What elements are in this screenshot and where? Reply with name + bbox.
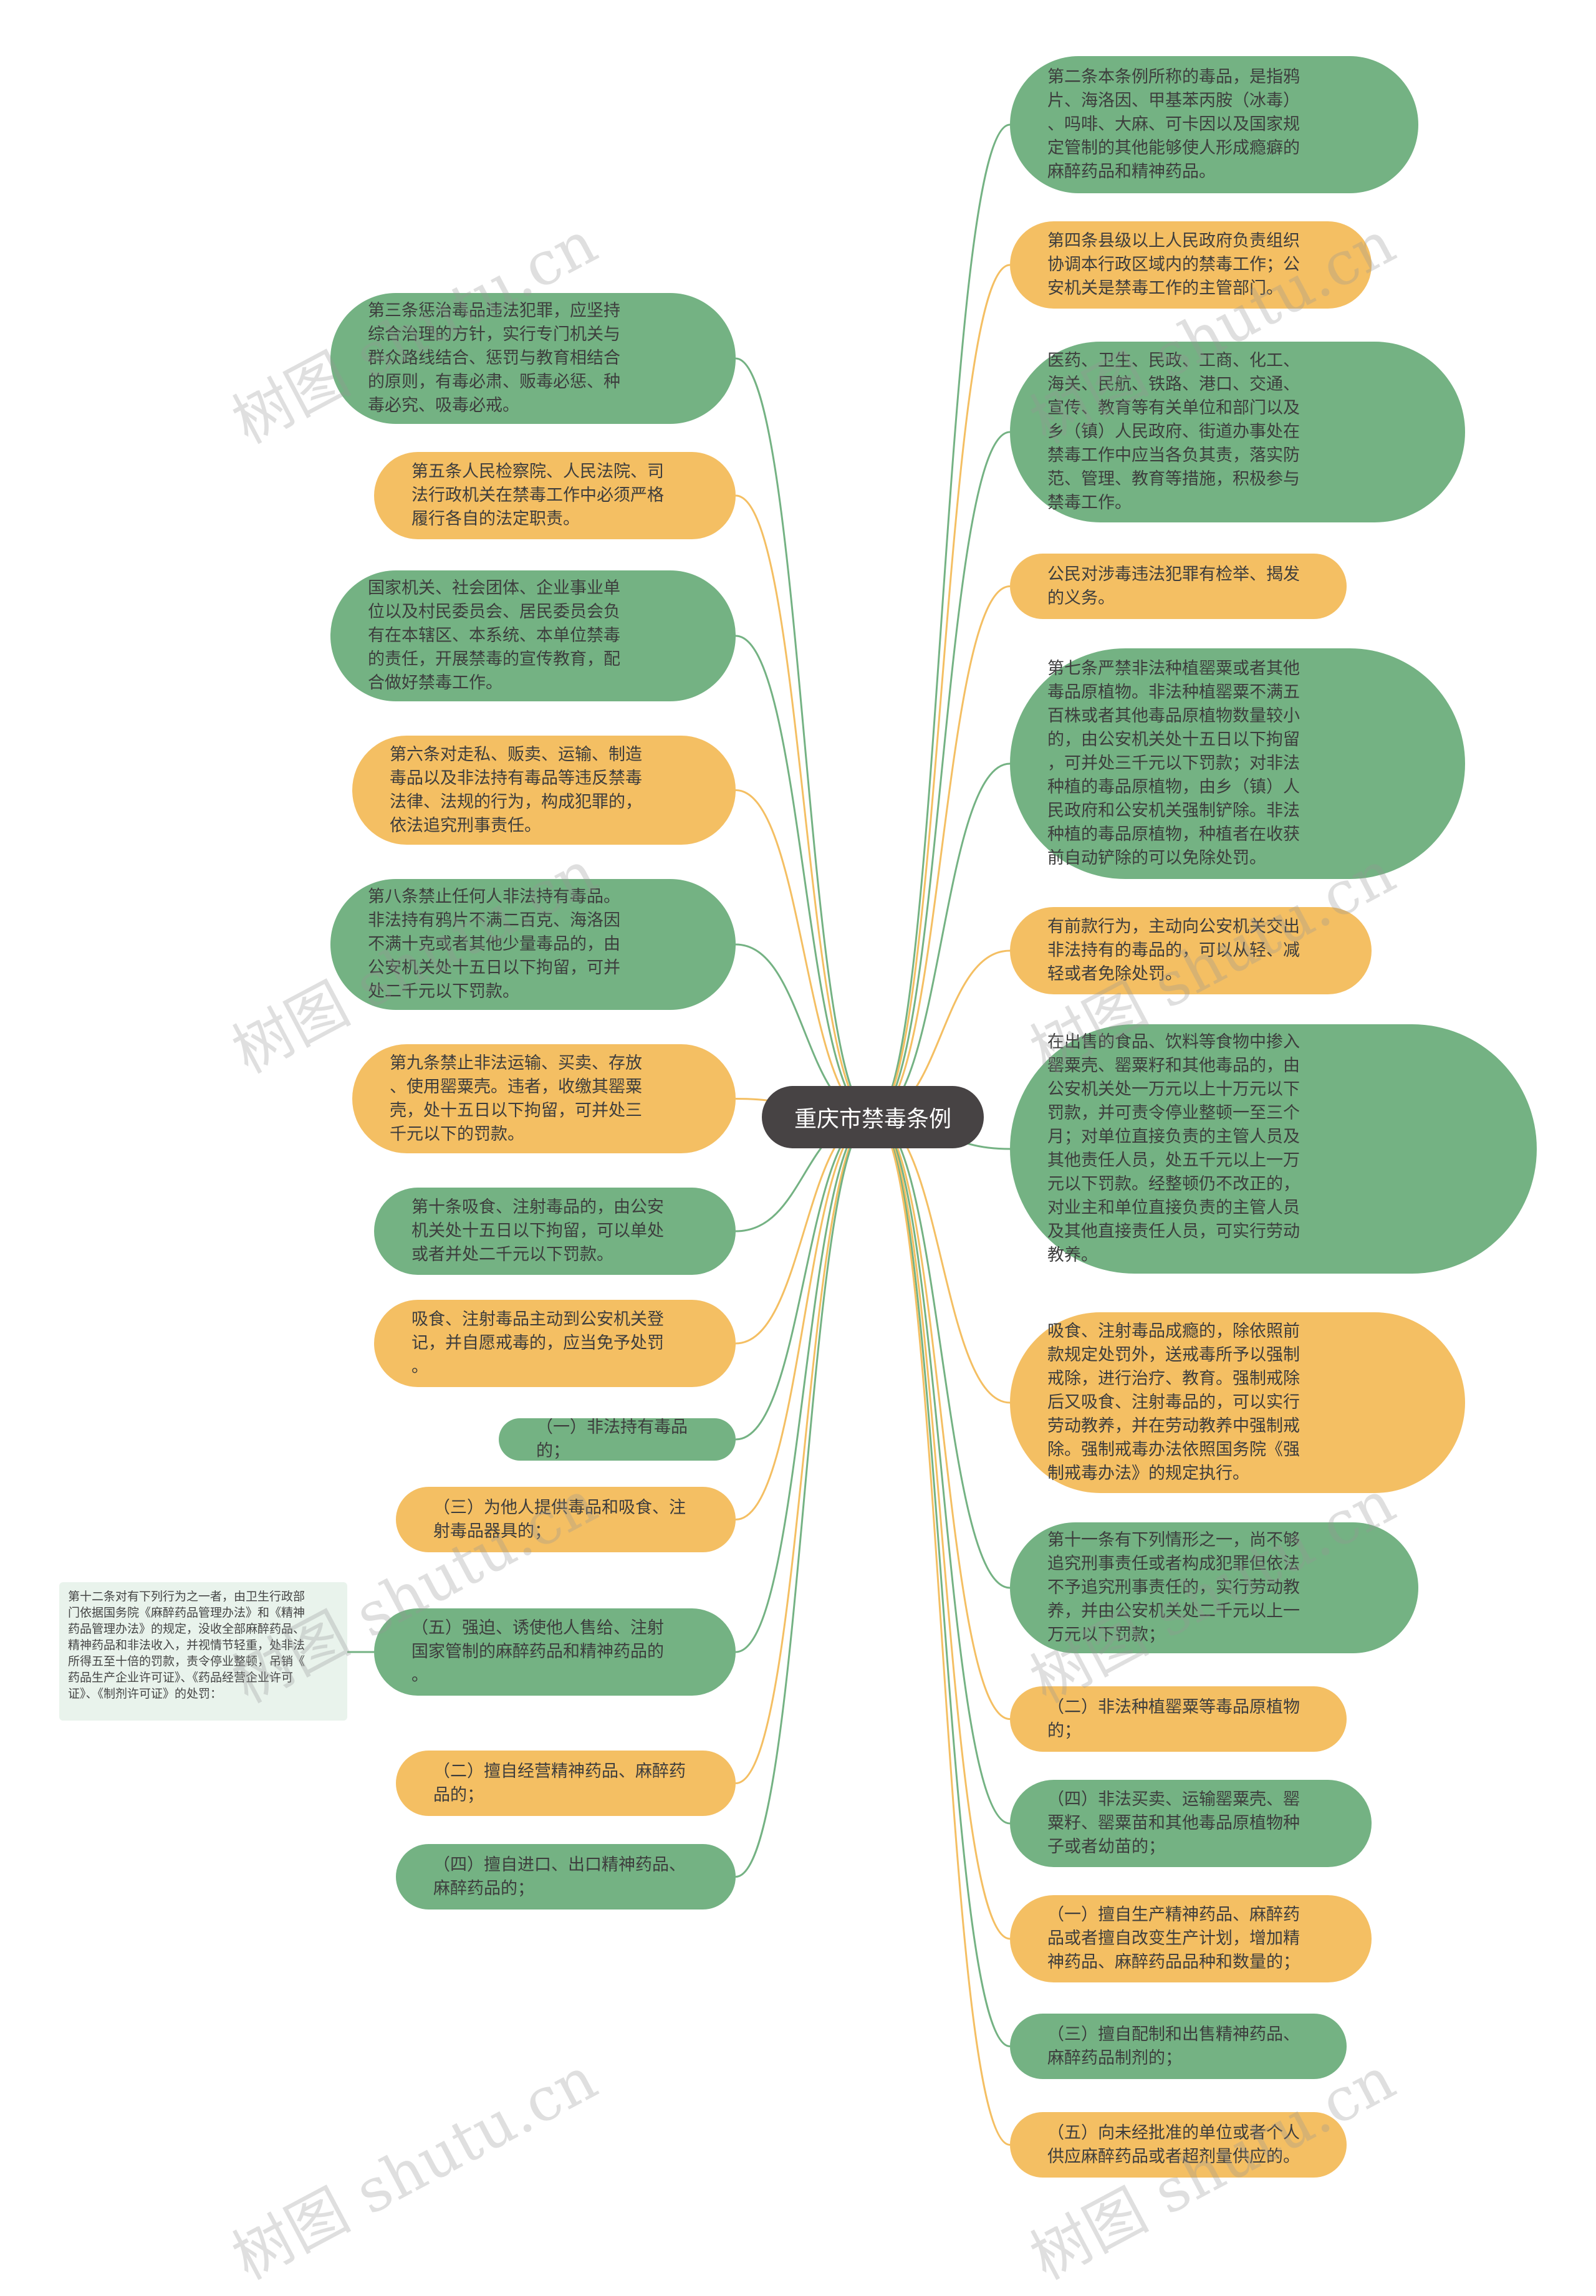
node-text: （一）非法持有毒品的；	[536, 1418, 688, 1461]
connector-left-2	[735, 494, 873, 1118]
left-node-13[interactable]: （四）擅自进口、出口精神药品、 麻醉药品的；	[396, 1844, 736, 1909]
node-text: 第十一条有下列情形之一，尚不够 追究刑事责任或者构成犯罪但依法 不予追究刑事责任…	[1047, 1530, 1300, 1645]
connector-left-3	[735, 635, 873, 1118]
article-12-note: 第十二条对有下列行为之一者，由卫生行政部 门依据国务院《麻醉药品管理办法》和《精…	[59, 1582, 347, 1721]
node-text: （五）强迫、诱使他人售给、注射 国家管制的麻醉药品和精神药品的 。	[411, 1618, 664, 1685]
node-text: 第七条严禁非法种植罂粟或者其他 毒品原植物。非法种植罂粟不满五 百株或者其他毒品…	[1047, 659, 1300, 868]
central-topic[interactable]: 重庆市禁毒条例	[762, 1086, 984, 1148]
node-text: （二）非法种植罂粟等毒品原植物 的；	[1047, 1697, 1300, 1741]
right-node-14[interactable]: （五）向未经批准的单位或者个人 供应麻醉药品或者超剂量供应的。	[1010, 2112, 1347, 2178]
connector-left-4	[735, 789, 873, 1118]
left-node-2[interactable]: 第五条人民检察院、人民法院、司 法行政机关在禁毒工作中必须严格 履行各自的法定职…	[374, 452, 736, 539]
connector-right-14	[872, 1116, 1011, 2146]
node-text: （二）擅自经营精神药品、麻醉药 品的；	[433, 1761, 686, 1805]
left-node-5[interactable]: 第八条禁止任何人非法持有毒品。 非法持有鸦片不满二百克、海洛因 不满十克或者其他…	[330, 879, 736, 1010]
left-node-6[interactable]: 第九条禁止非法运输、买卖、存放 、使用罂粟壳。违者，收缴其罂粟 壳，处十五日以下…	[352, 1044, 736, 1153]
node-text: 第六条对走私、贩卖、运输、制造 毒品以及非法持有毒品等违反禁毒 法律、法规的行为…	[390, 744, 642, 835]
node-text: 第四条县级以上人民政府负责组织 协调本行政区域内的禁毒工作；公 安机关是禁毒工作…	[1047, 231, 1300, 298]
node-text: （四）非法买卖、运输罂粟壳、罂 粟籽、罂粟苗和其他毒品原植物种 子或者幼苗的；	[1047, 1790, 1300, 1856]
connector-left-12	[735, 1116, 873, 1784]
node-text: （三）擅自配制和出售精神药品、 麻醉药品制剂的；	[1047, 2024, 1300, 2068]
node-text: 吸食、注射毒品成瘾的，除依照前 款规定处罚外，送戒毒所予以强制 戒除，进行治疗、…	[1047, 1322, 1300, 1483]
right-node-4[interactable]: 公民对涉毒违法犯罪有检举、揭发 的义务。	[1010, 554, 1347, 619]
connector-lines	[347, 123, 1011, 2146]
left-node-4[interactable]: 第六条对走私、贩卖、运输、制造 毒品以及非法持有毒品等违反禁毒 法律、法规的行为…	[352, 736, 736, 845]
node-text: 在出售的食品、饮料等食物中掺入 罂粟壳、罂粟籽和其他毒品的，由 公安机关处一万元…	[1047, 1032, 1300, 1265]
connector-right-11	[872, 1116, 1011, 1825]
node-text: 医药、卫生、民政、工商、化工、 海关、民航、铁路、港口、交通、 宣传、教育等有关…	[1047, 351, 1300, 512]
left-node-3[interactable]: 国家机关、社会团体、企业事业单 位以及村民委员会、居民委员会负 有在本辖区、本系…	[330, 570, 736, 701]
node-text: 第二条本条例所称的毒品，是指鸦 片、海洛因、甲基苯丙胺（冰毒） 、吗啡、大麻、可…	[1047, 67, 1300, 181]
connector-left-8	[735, 1116, 873, 1345]
node-text: （五）向未经批准的单位或者个人 供应麻醉药品或者超剂量供应的。	[1047, 2123, 1300, 2166]
node-text: 第九条禁止非法运输、买卖、存放 、使用罂粟壳。违者，收缴其罂粟 壳，处十五日以下…	[390, 1053, 642, 1144]
node-text: （一）擅自生产精神药品、麻醉药 品或者擅自改变生产计划，增加精 神药品、麻醉药品…	[1047, 1905, 1300, 1972]
node-text: 第十条吸食、注射毒品的，由公安 机关处十五日以下拘留，可以单处 或者并处二千元以…	[411, 1198, 664, 1264]
node-text: （四）擅自进口、出口精神药品、 麻醉药品的；	[433, 1855, 686, 1898]
left-node-8[interactable]: 吸食、注射毒品主动到公安机关登 记，并自愿戒毒的，应当免予处罚 。	[374, 1300, 736, 1387]
node-text: （三）为他人提供毒品和吸食、注 射毒品器具的；	[433, 1497, 686, 1541]
left-node-7[interactable]: 第十条吸食、注射毒品的，由公安 机关处十五日以下拘留，可以单处 或者并处二千元以…	[374, 1188, 736, 1275]
left-node-11[interactable]: （五）强迫、诱使他人售给、注射 国家管制的麻醉药品和精神药品的 。	[374, 1608, 736, 1696]
right-node-5[interactable]: 第七条严禁非法种植罂粟或者其他 毒品原植物。非法种植罂粟不满五 百株或者其他毒品…	[1010, 648, 1465, 879]
right-node-2[interactable]: 第四条县级以上人民政府负责组织 协调本行政区域内的禁毒工作；公 安机关是禁毒工作…	[1010, 221, 1372, 309]
right-node-10[interactable]: （二）非法种植罂粟等毒品原植物 的；	[1010, 1686, 1347, 1752]
right-node-3[interactable]: 医药、卫生、民政、工商、化工、 海关、民航、铁路、港口、交通、 宣传、教育等有关…	[1010, 342, 1465, 522]
node-text: 吸食、注射毒品主动到公安机关登 记，并自愿戒毒的，应当免予处罚 。	[411, 1310, 664, 1376]
connector-right-12	[872, 1116, 1011, 1940]
left-node-1[interactable]: 第三条惩治毒品违法犯罪，应坚持 综合治理的方针，实行专门机关与 群众路线结合、惩…	[330, 293, 736, 424]
right-node-8[interactable]: 吸食、注射毒品成瘾的，除依照前 款规定处罚外，送戒毒所予以强制 戒除，进行治疗、…	[1010, 1312, 1465, 1493]
connector-right-8	[872, 1116, 1011, 1404]
connector-right-2	[872, 264, 1011, 1118]
node-text: 国家机关、社会团体、企业事业单 位以及村民委员会、居民委员会负 有在本辖区、本系…	[368, 579, 620, 693]
connector-right-4	[872, 585, 1011, 1118]
left-node-10[interactable]: （三）为他人提供毒品和吸食、注 射毒品器具的；	[396, 1487, 736, 1552]
right-node-12[interactable]: （一）擅自生产精神药品、麻醉药 品或者擅自改变生产计划，增加精 神药品、麻醉药品…	[1010, 1895, 1372, 1982]
connector-left-1	[735, 357, 873, 1118]
node-text: 第八条禁止任何人非法持有毒品。 非法持有鸦片不满二百克、海洛因 不满十克或者其他…	[368, 887, 620, 1001]
right-node-11[interactable]: （四）非法买卖、运输罂粟壳、罂 粟籽、罂粟苗和其他毒品原植物种 子或者幼苗的；	[1010, 1780, 1372, 1867]
right-node-9[interactable]: 第十一条有下列情形之一，尚不够 追究刑事责任或者构成犯罪但依法 不予追究刑事责任…	[1010, 1522, 1418, 1653]
connector-right-5	[872, 762, 1011, 1118]
connector-right-13	[872, 1116, 1011, 2047]
left-node-12[interactable]: （二）擅自经营精神药品、麻醉药 品的；	[396, 1751, 736, 1816]
left-node-9[interactable]: （一）非法持有毒品的；	[499, 1418, 736, 1461]
connector-right-3	[872, 431, 1011, 1118]
connector-left-11	[735, 1116, 873, 1653]
right-node-1[interactable]: 第二条本条例所称的毒品，是指鸦 片、海洛因、甲基苯丙胺（冰毒） 、吗啡、大麻、可…	[1010, 56, 1418, 193]
right-node-6[interactable]: 有前款行为，主动向公安机关交出 非法持有的毒品的，可以从轻、减 轻或者免除处罚。	[1010, 907, 1372, 994]
connector-left-13	[735, 1116, 873, 1878]
node-text: 第五条人民检察院、人民法院、司 法行政机关在禁毒工作中必须严格 履行各自的法定职…	[411, 462, 664, 529]
node-text: 第三条惩治毒品违法犯罪，应坚持 综合治理的方针，实行专门机关与 群众路线结合、惩…	[368, 301, 620, 415]
connector-right-1	[872, 123, 1011, 1118]
node-text: 有前款行为，主动向公安机关交出 非法持有的毒品的，可以从轻、减 轻或者免除处罚。	[1047, 917, 1300, 984]
connector-right-10	[872, 1116, 1011, 1720]
right-node-7[interactable]: 在出售的食品、饮料等食物中掺入 罂粟壳、罂粟籽和其他毒品的，由 公安机关处一万元…	[1010, 1024, 1537, 1274]
right-node-13[interactable]: （三）擅自配制和出售精神药品、 麻醉药品制剂的；	[1010, 2014, 1347, 2079]
node-text: 公民对涉毒违法犯罪有检举、揭发 的义务。	[1047, 564, 1300, 608]
